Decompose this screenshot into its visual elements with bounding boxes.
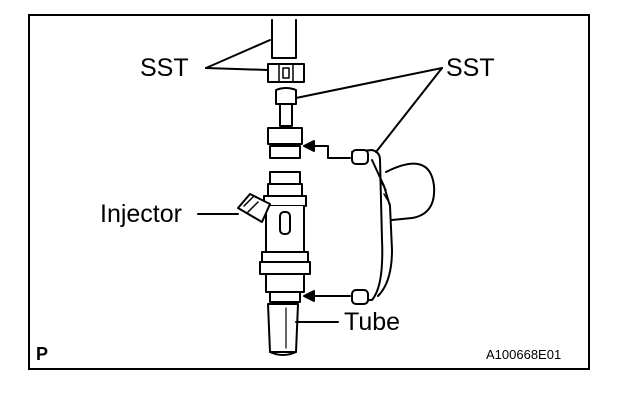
figure-frame (28, 14, 590, 370)
tube-label: Tube (344, 308, 401, 336)
sst-left-label: SST (140, 54, 189, 82)
clamp-arrow-lower (303, 290, 351, 302)
injector-connector (237, 193, 271, 223)
sst-right-leaders (295, 67, 443, 153)
corner-mark: P (36, 344, 49, 364)
sst-clamp (351, 149, 436, 305)
clamp-arrow-upper (303, 140, 351, 159)
sst-hose-fitting (267, 87, 303, 159)
sst-right-label: SST (446, 54, 495, 82)
sst-rod (271, 19, 297, 59)
tube (267, 303, 299, 356)
sst-adapter (267, 63, 305, 83)
injector-body (259, 171, 311, 303)
figure-id: A100668E01 (486, 347, 562, 362)
sst-left-leaders (205, 39, 271, 71)
injector-label: Injector (100, 200, 182, 228)
